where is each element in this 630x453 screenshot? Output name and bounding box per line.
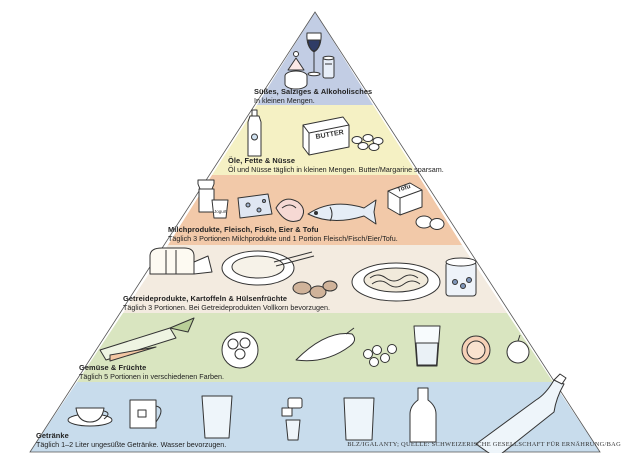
tumbler-glass-icon [344,398,374,440]
milk-carton-icon [198,180,214,212]
label-grains: Getreideprodukte, Kartoffeln & Hülsenfrü… [123,295,330,312]
label-sweets-subtitle: In kleinen Mengen. [254,97,372,105]
label-fats-subtitle: Öl und Nüsse täglich in kleinen Mengen. … [228,166,444,174]
label-veg-subtitle: Täglich 5 Portionen in verschiedenen Far… [79,373,224,381]
label-protein-subtitle: Täglich 3 Portionen Milchprodukte und 1 … [168,235,398,243]
juice-glass-icon [414,326,440,366]
svg-text:Jogurt: Jogurt [214,209,227,214]
mug-icon [130,400,161,428]
label-protein: Milchprodukte, Fleisch, Fisch, Eier & To… [168,226,398,243]
bean-can-icon [446,258,476,296]
oil-bottle-icon [248,110,261,156]
orange-icon [462,336,490,364]
pasta-plate-icon [352,263,440,301]
yogurt-cup-icon: Jogurt [212,200,228,218]
label-drinks: Getränke Täglich 1–2 Liter ungesüßte Get… [36,432,226,449]
label-veg: Gemüse & Früchte Täglich 5 Portionen in … [79,364,224,381]
cauliflower-icon [222,332,258,368]
label-grains-subtitle: Täglich 3 Portionen. Bei Getreideprodukt… [123,304,330,312]
source-credit: BLZ/IGALANTY; QUELLE: SCHWEIZERISCHE GES… [347,441,621,448]
label-sweets: Süßes, Salziges & Alkoholisches In klein… [254,88,372,105]
label-fats: Öle, Fette & Nüsse Öl und Nüsse täglich … [228,157,444,174]
can-icon [323,56,334,78]
label-drinks-subtitle: Täglich 1–2 Liter ungesüßte Getränke. Wa… [36,441,226,449]
cheese-icon [238,194,272,218]
